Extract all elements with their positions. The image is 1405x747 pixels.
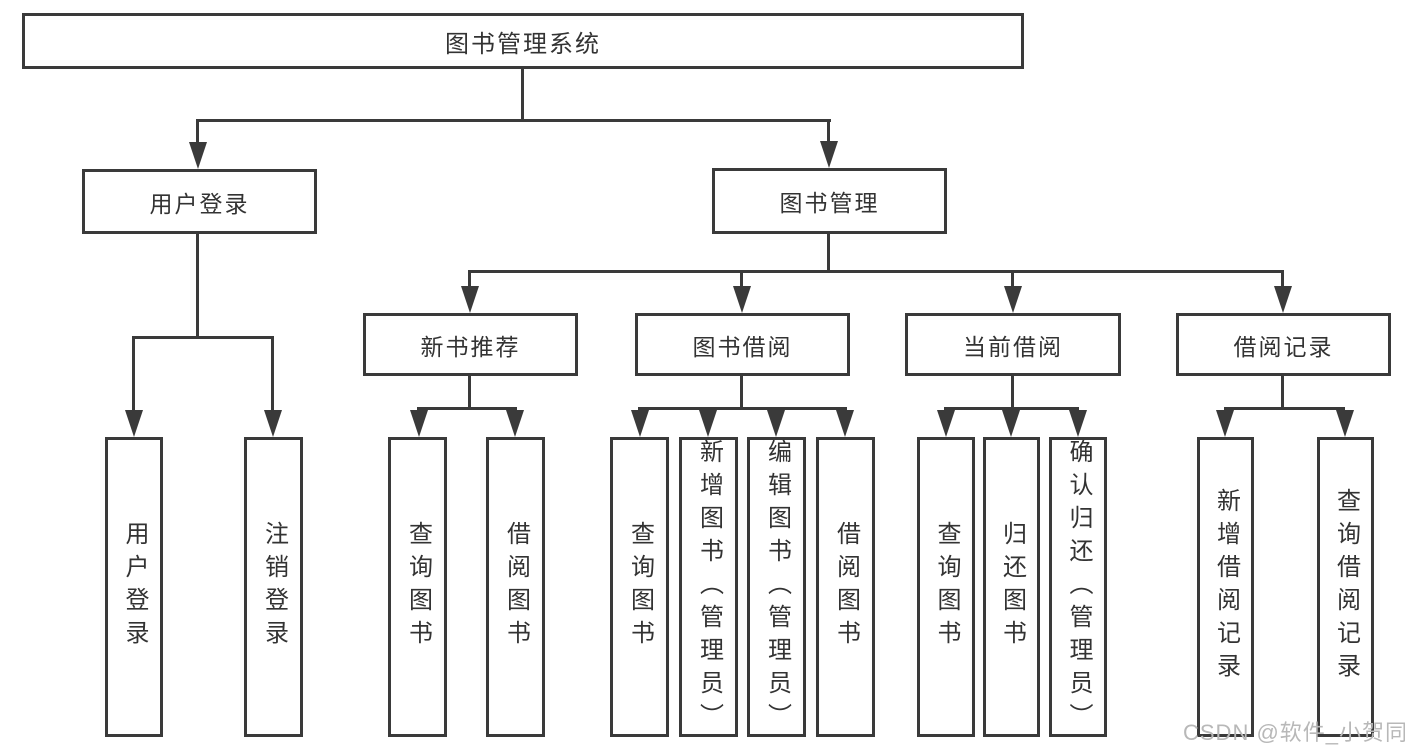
connector-section-b-branch (417, 407, 517, 410)
node-label: 图书管理系统 (445, 30, 601, 58)
leaf-label: 查询图书 (933, 521, 960, 653)
connector-user-login-stub (196, 234, 199, 336)
connector-root-stem (521, 69, 524, 119)
connector-stem-current-borrow (1011, 270, 1014, 288)
leaf-label: 归还图书 (998, 521, 1026, 653)
arrow-e2 (1336, 410, 1354, 437)
leaf-add-borrow-record: 新增借阅记录 (1197, 437, 1254, 737)
leaf-label: 新增图书（管理员） (695, 438, 723, 736)
arrow-book-borrow (733, 286, 751, 313)
arrow-new-book (461, 286, 479, 313)
leaf-label: 查询借阅记录 (1332, 488, 1360, 686)
node-book-borrow: 图书借阅 (635, 313, 850, 376)
leaf-label: 查询图书 (626, 521, 654, 653)
connector-stem-leaf-user-login (132, 336, 135, 414)
arrow-leaf-user-login (125, 410, 143, 437)
node-label: 新书推荐 (420, 333, 521, 360)
connector-section-c-branch (638, 407, 847, 410)
arrow-user-login (189, 142, 207, 169)
arrow-d1 (937, 410, 955, 437)
arrow-d3 (1069, 410, 1087, 437)
arrow-e1 (1216, 410, 1234, 437)
leaf-query-borrow-record: 查询借阅记录 (1317, 437, 1374, 737)
node-label: 图书管理 (779, 190, 880, 216)
connector-section-e-stub (1281, 376, 1284, 407)
arrow-c4 (836, 410, 854, 437)
connector-section-b-stub (468, 376, 471, 407)
arrow-c2 (699, 410, 717, 437)
arrow-c1 (631, 410, 649, 437)
connector-stem-book-management (827, 119, 830, 148)
connector-section-c-stub (740, 376, 743, 407)
leaf-label: 查询图书 (404, 521, 432, 653)
leaf-edit-book-admin: 编辑图书（管理员） (747, 437, 806, 737)
arrow-d2 (1002, 410, 1020, 437)
leaf-query-book: 查询图书 (388, 437, 447, 737)
arrow-book-management (820, 141, 838, 168)
connector-stem-book-borrow (740, 270, 743, 288)
leaf-query-book-2: 查询图书 (610, 437, 669, 737)
leaf-user-login: 用户登录 (105, 437, 163, 737)
node-library-system: 图书管理系统 (22, 13, 1024, 69)
leaf-label: 编辑图书（管理员） (763, 438, 791, 736)
leaf-confirm-return-admin: 确认归还（管理员） (1049, 437, 1107, 737)
leaf-return-book: 归还图书 (983, 437, 1040, 737)
arrow-b2 (506, 410, 524, 437)
node-label: 用户登录 (149, 190, 250, 217)
node-label: 图书借阅 (692, 333, 793, 360)
connector-section-d-branch (944, 407, 1079, 410)
leaf-add-book-admin: 新增图书（管理员） (679, 437, 738, 737)
connector-level3-branch (468, 270, 1283, 273)
watermark: CSDN @软件_小贺同学 (1183, 720, 1405, 745)
arrow-leaf-logout (264, 410, 282, 437)
leaf-query-book-3: 查询图书 (917, 437, 975, 737)
connector-book-management-stub (827, 234, 830, 270)
connector-stem-borrow-records (1281, 270, 1284, 288)
node-label: 当前借阅 (963, 333, 1063, 360)
arrow-c3 (767, 410, 785, 437)
connector-stem-new-book (468, 270, 471, 288)
leaf-label: 注销登录 (260, 521, 288, 653)
arrow-current-borrow (1004, 286, 1022, 313)
leaf-borrow-book-2: 借阅图书 (816, 437, 875, 737)
node-current-borrow: 当前借阅 (905, 313, 1121, 376)
connector-level2-branch (197, 119, 831, 122)
leaf-label: 新增借阅记录 (1212, 488, 1240, 686)
leaf-borrow-book: 借阅图书 (486, 437, 545, 737)
leaf-label: 借阅图书 (502, 521, 530, 653)
connector-user-login-branch (132, 336, 273, 339)
leaf-label: 确认归还（管理员） (1065, 438, 1092, 736)
node-new-book-recommend: 新书推荐 (363, 313, 578, 376)
leaf-label: 借阅图书 (832, 521, 860, 653)
connector-section-d-stub (1011, 376, 1014, 407)
node-book-management: 图书管理 (712, 168, 947, 234)
leaf-logout: 注销登录 (244, 437, 303, 737)
node-user-login: 用户登录 (82, 169, 317, 234)
leaf-label: 用户登录 (121, 521, 148, 653)
connector-section-e-branch (1224, 407, 1345, 410)
node-borrow-records: 借阅记录 (1176, 313, 1391, 376)
connector-stem-leaf-logout (271, 336, 274, 414)
arrow-b1 (410, 410, 428, 437)
arrow-borrow-records (1274, 286, 1292, 313)
node-label: 借阅记录 (1233, 333, 1334, 360)
connector-stem-user-login (196, 119, 199, 149)
